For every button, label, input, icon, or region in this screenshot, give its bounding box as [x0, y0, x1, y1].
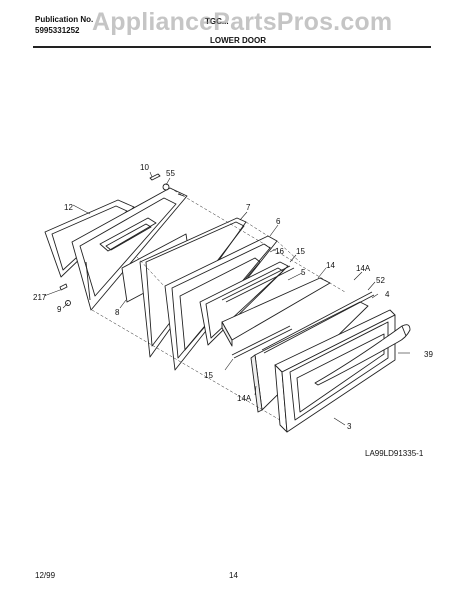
callout-label: 15 [296, 247, 305, 256]
callout-label: 10 [140, 163, 149, 172]
callout-label: 14 [326, 261, 335, 270]
callout-label: 14A [356, 264, 371, 273]
glass-spacer [261, 291, 373, 351]
model-number: TGC... [205, 17, 229, 26]
callout-label: 8 [115, 308, 120, 317]
publication-label: Publication No. [35, 15, 94, 24]
section-title: LOWER DOOR [210, 36, 266, 45]
callout-label: 52 [376, 276, 385, 285]
callout-label: 4 [385, 290, 390, 299]
callout-label: 12 [64, 203, 73, 212]
publication-number: 5995331252 [35, 26, 80, 35]
inner-door-frame [71, 187, 188, 311]
callout-label: 16 [275, 247, 284, 256]
callout-label: 55 [166, 169, 175, 178]
footer-page-number: 14 [229, 571, 238, 580]
callout-lines [43, 171, 410, 426]
glass-retainer-top [221, 265, 291, 301]
callout-label: 7 [246, 203, 251, 212]
watermark: AppliancePartsPros.com [92, 8, 393, 36]
callout-label: 9 [57, 305, 62, 314]
callout-label: 14A [237, 394, 252, 403]
callout-label: 3 [347, 422, 352, 431]
callout-labels: 10 55 12 7 6 16 15 5 14 14A 52 4 217 9 8… [33, 163, 433, 431]
leader-lines [91, 187, 346, 421]
callout-label: 39 [424, 350, 433, 359]
glass-retainer-bottom [231, 325, 291, 356]
drawing-id: LA99LD91335-1 [365, 449, 424, 458]
callout-label: 217 [33, 293, 47, 302]
callout-label: 15 [204, 371, 213, 380]
door-handle [314, 324, 411, 386]
callout-label: 5 [301, 268, 306, 277]
callout-label: 6 [276, 217, 281, 226]
footer-date: 12/99 [35, 571, 56, 580]
header-rule [33, 46, 431, 48]
